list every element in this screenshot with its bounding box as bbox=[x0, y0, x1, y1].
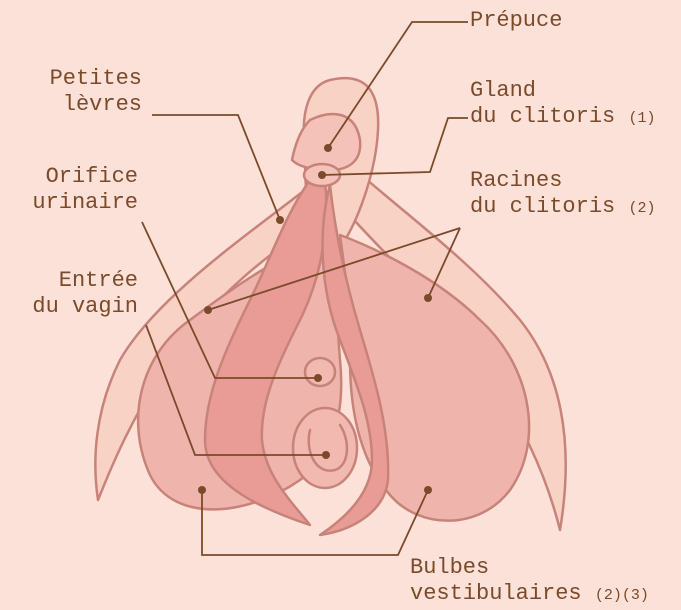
label-bulbes-note: (2)(3) bbox=[595, 587, 649, 604]
label-racines-line1: Racines bbox=[470, 168, 655, 194]
dot-prepuce bbox=[324, 144, 332, 152]
label-bulbes-line2: vestibulaires bbox=[410, 581, 582, 606]
dot-bulbes-right bbox=[424, 486, 432, 494]
label-entree: Entrée du vagin bbox=[6, 268, 138, 320]
label-bulbes-line1: Bulbes bbox=[410, 555, 649, 581]
label-gland-line2: du clitoris bbox=[470, 104, 615, 129]
label-gland-note: (1) bbox=[628, 110, 655, 127]
label-bulbes: Bulbes vestibulaires (2)(3) bbox=[410, 555, 649, 609]
label-gland-line1: Gland bbox=[470, 78, 655, 104]
label-petites-levres-line2: lèvres bbox=[20, 92, 142, 118]
leader-petites-levres bbox=[152, 115, 280, 220]
label-petites-levres-line1: Petites bbox=[20, 66, 142, 92]
label-prepuce-text: Prépuce bbox=[470, 8, 562, 33]
dot-bulbes-left bbox=[198, 486, 206, 494]
label-racines-note: (2) bbox=[628, 200, 655, 217]
label-orifice-line1: Orifice bbox=[10, 164, 138, 190]
label-petites-levres: Petites lèvres bbox=[20, 66, 142, 118]
label-entree-line1: Entrée bbox=[6, 268, 138, 294]
label-orifice-line2: urinaire bbox=[10, 190, 138, 216]
dot-gland bbox=[318, 171, 326, 179]
dot-racines-right bbox=[424, 294, 432, 302]
label-gland: Gland du clitoris (1) bbox=[470, 78, 655, 132]
label-entree-line2: du vagin bbox=[6, 294, 138, 320]
label-orifice: Orifice urinaire bbox=[10, 164, 138, 216]
label-prepuce: Prépuce bbox=[470, 8, 562, 34]
dot-orifice bbox=[314, 374, 322, 382]
dot-petites-levres bbox=[276, 216, 284, 224]
label-racines-line2: du clitoris bbox=[470, 194, 615, 219]
urethral-orifice bbox=[305, 358, 335, 386]
dot-entree bbox=[322, 451, 330, 459]
label-racines: Racines du clitoris (2) bbox=[470, 168, 655, 222]
dot-racines-left bbox=[204, 306, 212, 314]
prepuce-hood bbox=[292, 114, 360, 170]
